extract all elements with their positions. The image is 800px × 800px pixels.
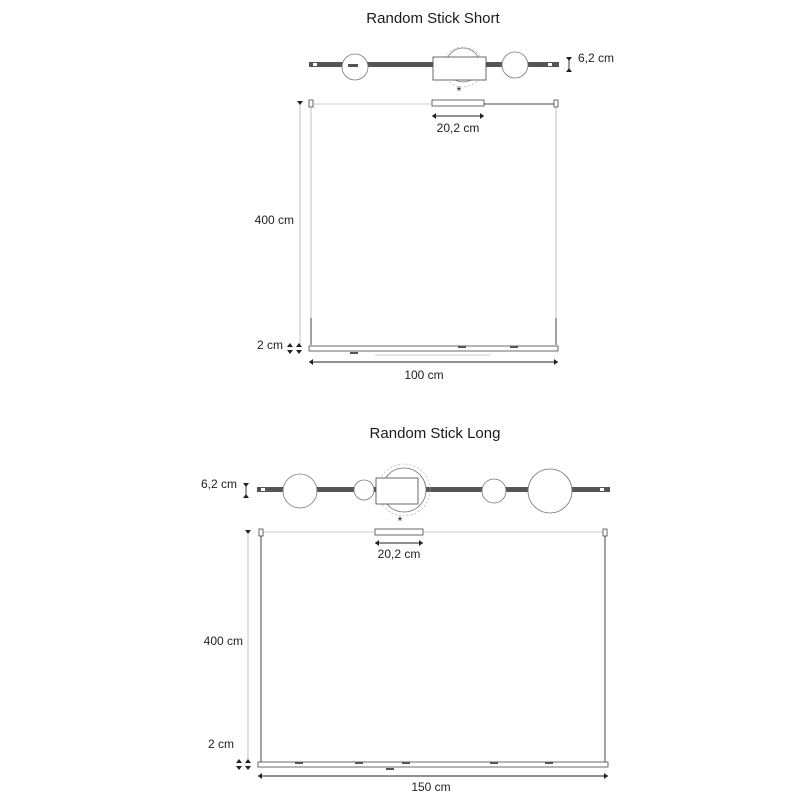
short-canopy-arrow-right [480, 113, 484, 119]
short-height-arrow-top [566, 57, 572, 61]
short-thickness-label: 2 cm [257, 338, 283, 352]
short-thick-arrow-top-2 [296, 343, 302, 347]
short-drop-label: 400 cm [255, 213, 294, 227]
long-width-label: 150 cm [411, 780, 450, 794]
short-top-view: 6,2 cm [309, 46, 614, 88]
short-canopy-mark: * [457, 84, 462, 98]
long-globe-1 [282, 473, 318, 509]
long-top-view: 6,2 cm [201, 463, 610, 517]
long-ceiling-hook-left [258, 528, 264, 537]
long-bottom-mark-1 [295, 762, 303, 764]
short-front-view: * 20,2 cm 400 cm [255, 84, 559, 382]
long-height-arrow-top [243, 483, 249, 487]
long-globe-5 [527, 468, 573, 514]
long-bottom-bar [257, 761, 609, 768]
short-width-arrow-right [554, 359, 558, 365]
short-width-arrow-left [309, 359, 313, 365]
long-drop-label: 400 cm [204, 634, 243, 648]
short-bottom-mark-2 [458, 346, 466, 348]
short-bottom-mark-3 [510, 346, 518, 348]
long-thick-arrow-bottom-2 [245, 766, 251, 770]
short-thick-arrow-top [287, 343, 293, 347]
short-top-cap-right [548, 63, 552, 66]
short-top-cap-left [313, 63, 317, 66]
short-canopy [431, 99, 485, 107]
short-ceiling-hook-right [553, 99, 559, 108]
long-ceiling-hook-right [602, 528, 608, 537]
long-globe-4 [481, 478, 507, 504]
long-bottom-mark-6 [386, 768, 394, 770]
long-canopy-arrow-right [419, 540, 423, 546]
long-thick-arrow-bottom [236, 766, 242, 770]
long-thick-arrow-top-2 [245, 759, 251, 763]
long-title: Random Stick Long [370, 425, 501, 442]
short-globe-3 [501, 51, 529, 79]
short-thick-arrow-bottom-2 [296, 350, 302, 354]
long-top-cap-left [261, 488, 265, 491]
short-height-label: 6,2 cm [578, 51, 614, 65]
long-bottom-mark-5 [545, 762, 553, 764]
long-front-view: * 20,2 cm 400 cm [204, 514, 609, 794]
long-canopy-arrow-left [375, 540, 379, 546]
long-bottom-mark-4 [490, 762, 498, 764]
long-globe-2 [353, 479, 375, 501]
short-title: Random Stick Short [366, 10, 500, 27]
long-thickness-label: 2 cm [208, 737, 234, 751]
short-top-canopy [432, 56, 487, 81]
long-top-canopy [375, 477, 419, 505]
short-drop-arrow-top [297, 101, 303, 105]
long-canopy-label: 20,2 cm [378, 547, 421, 561]
short-bottom-mark-1 [350, 352, 358, 354]
short-canopy-label: 20,2 cm [437, 121, 480, 135]
long-height-arrow-bottom [243, 494, 249, 498]
long-canopy-mark: * [398, 514, 403, 528]
long-section: Random Stick Long 6,2 cm * [201, 425, 610, 794]
long-top-bar [257, 487, 610, 492]
short-height-arrow-bottom [566, 68, 572, 72]
long-width-arrow-right [604, 773, 608, 779]
short-bottom-bar [308, 345, 559, 352]
long-thick-arrow-top [236, 759, 242, 763]
short-ceiling-hook-left [308, 99, 314, 108]
short-section: Random Stick Short 6,2 cm * [255, 10, 614, 382]
long-height-label: 6,2 cm [201, 477, 237, 491]
short-top-joint-1 [348, 64, 358, 67]
long-drop-arrow-top [245, 530, 251, 534]
short-width-label: 100 cm [404, 368, 443, 382]
long-canopy [374, 528, 424, 536]
long-bottom-mark-2 [355, 762, 363, 764]
long-bottom-mark-3 [402, 762, 410, 764]
long-width-arrow-left [258, 773, 262, 779]
long-top-cap-right [600, 488, 604, 491]
short-thick-arrow-bottom [287, 350, 293, 354]
short-canopy-arrow-left [432, 113, 436, 119]
